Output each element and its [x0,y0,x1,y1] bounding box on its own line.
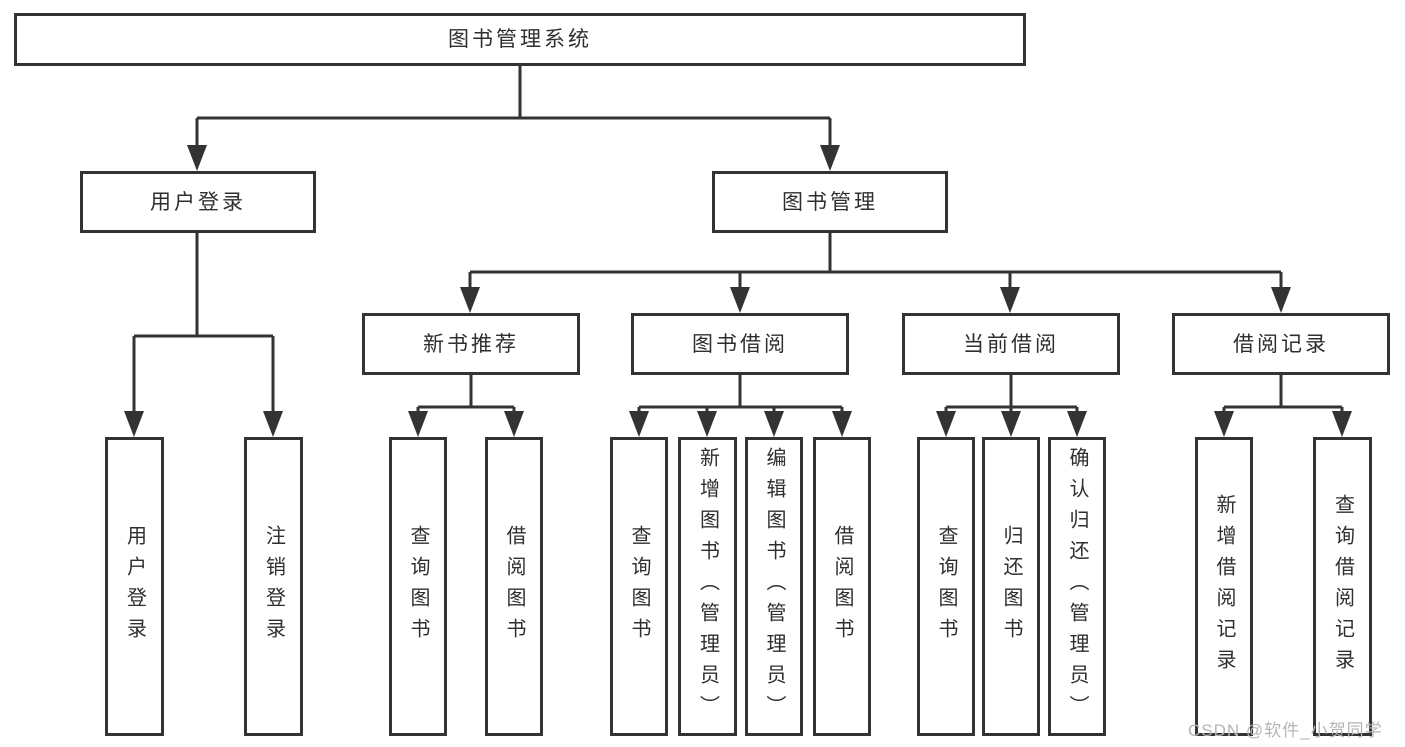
node-label: 编辑图书（管理员） [763,447,785,726]
node-label: 新增图书（管理员） [696,447,719,726]
leaf-edit-books-admin: 编辑图书（管理员） [745,437,803,736]
watermark: CSDN @软件_小贺同学 [1188,721,1383,740]
leaf-add-books-admin: 新增图书（管理员） [678,437,737,736]
leaf-add-borrow-record: 新增借阅记录 [1195,437,1253,736]
connector-root-to-level2 [187,66,840,171]
node-label: 借阅记录 [1233,332,1329,356]
connector-user-login-to-leaves [124,233,283,437]
node-borrow-record: 借阅记录 [1172,313,1390,375]
node-label: 用户登录 [150,190,246,214]
node-label: 注销登录 [262,524,285,649]
arrowhead-icon [697,411,717,437]
node-label: 归还图书 [1000,524,1022,649]
node-book-management: 图书管理 [712,171,948,233]
connector-book-management-to-level3 [460,233,1291,313]
node-label: 查询图书 [935,524,957,649]
leaf-query-books: 查询图书 [610,437,668,736]
leaf-confirm-return-admin: 确认归还（管理员） [1048,437,1106,736]
arrowhead-icon [832,411,852,437]
node-label: 新书推荐 [423,332,519,356]
arrowhead-icon [629,411,649,437]
node-user-login: 用户登录 [80,171,316,233]
node-label: 查询图书 [628,524,650,649]
arrowhead-icon [460,287,480,313]
arrowhead-icon [124,411,144,437]
connector-new-book-recommend-to-leaves [408,375,524,437]
node-label: 当前借阅 [963,332,1059,356]
node-label: 图书管理 [782,190,878,214]
arrowhead-icon [263,411,283,437]
node-label: 确认归还（管理员） [1066,447,1088,726]
arrowhead-icon [1000,287,1020,313]
node-label: 图书借阅 [692,332,788,356]
leaf-logout-login: 注销登录 [244,437,303,736]
connector-current-borrow-to-leaves [936,375,1087,437]
arrowhead-icon [1332,411,1352,437]
arrowhead-icon [408,411,428,437]
node-book-borrow: 图书借阅 [631,313,849,375]
node-root: 图书管理系统 [14,13,1026,66]
leaf-query-borrow-record: 查询借阅记录 [1313,437,1372,736]
arrowhead-icon [820,145,840,171]
arrowhead-icon [936,411,956,437]
node-label: 图书管理系统 [448,28,592,51]
node-label: 新增借阅记录 [1213,493,1235,680]
node-label: 用户登录 [123,524,146,649]
node-current-borrow: 当前借阅 [902,313,1120,375]
connector-borrow-record-to-leaves [1214,375,1352,437]
arrowhead-icon [504,411,524,437]
leaf-return-books: 归还图书 [982,437,1040,736]
node-label: 借阅图书 [503,524,525,649]
leaf-user-login: 用户登录 [105,437,164,736]
arrowhead-icon [730,287,750,313]
leaf-query-books: 查询图书 [389,437,447,736]
arrowhead-icon [187,145,207,171]
arrowhead-icon [764,411,784,437]
node-label: 查询图书 [407,524,429,649]
arrowhead-icon [1271,287,1291,313]
leaf-borrow-books: 借阅图书 [813,437,871,736]
arrowhead-icon [1001,411,1021,437]
arrowhead-icon [1214,411,1234,437]
node-new-book-recommend: 新书推荐 [362,313,580,375]
connector-book-borrow-to-leaves [629,375,852,437]
leaf-query-books: 查询图书 [917,437,975,736]
leaf-borrow-books: 借阅图书 [485,437,543,736]
arrowhead-icon [1067,411,1087,437]
node-label: 借阅图书 [831,524,853,649]
node-label: 查询借阅记录 [1331,493,1354,680]
